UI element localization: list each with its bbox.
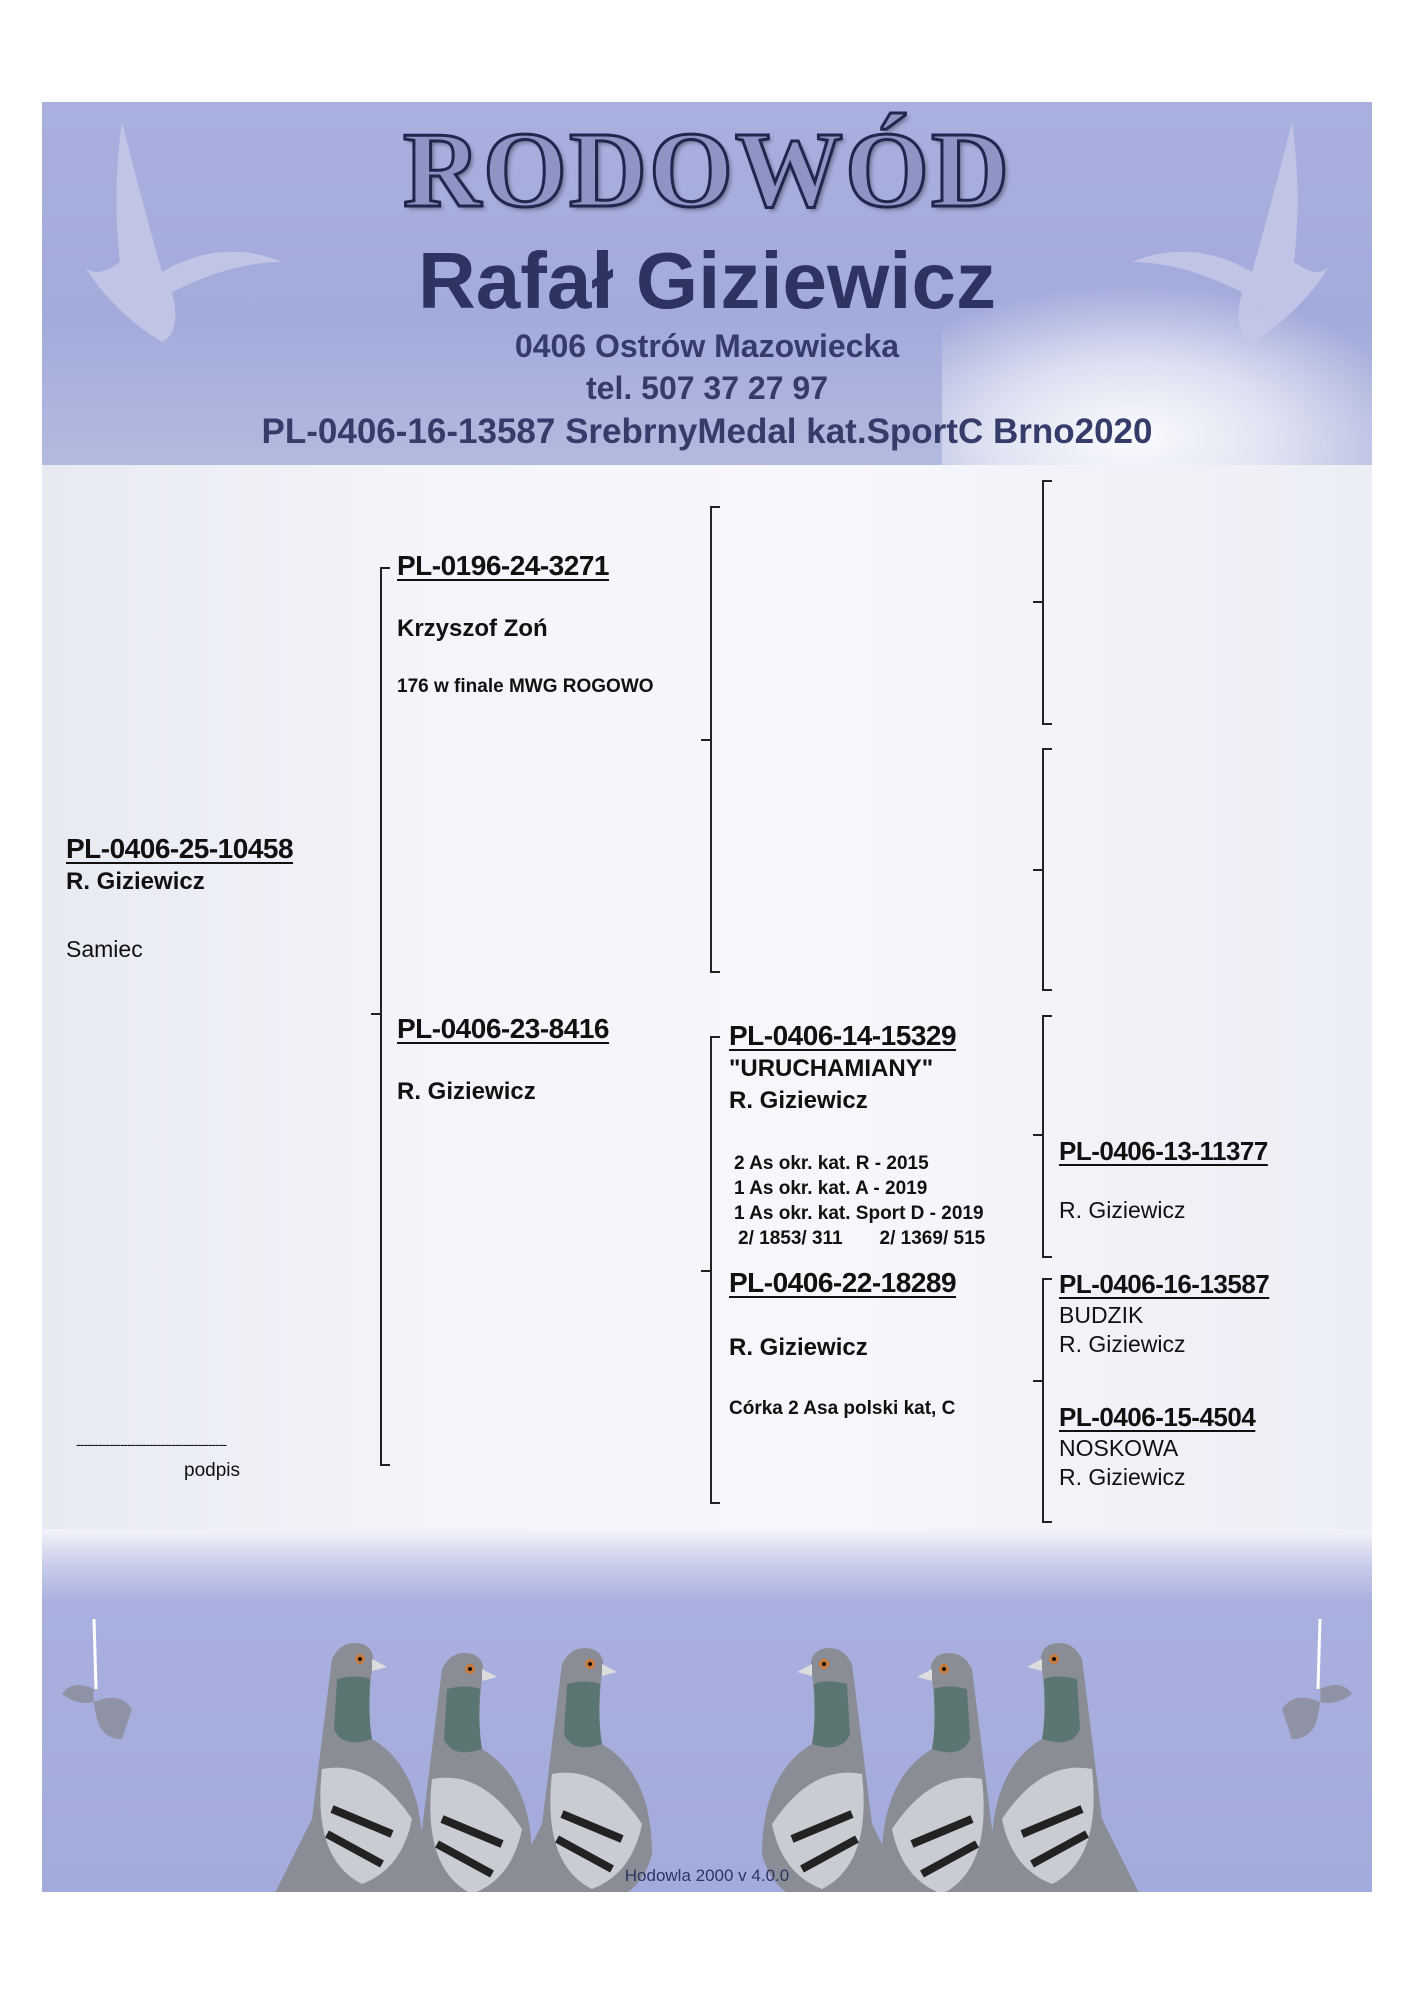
mother-mother-owner: R. Giziewicz: [729, 1334, 868, 1361]
breeder-achievement: PL-0406-16-13587 SrebrnyMedal kat.SportC…: [261, 412, 1153, 451]
pigeon-icon: [992, 1643, 1152, 1892]
flying-pigeon-icon: [60, 1607, 134, 1741]
mm-mother-mother-name: NOSKOWA: [1059, 1435, 1179, 1461]
mm-mother-father-name: BUDZIK: [1059, 1302, 1144, 1328]
result-line: 2 As okr. kat. R - 2015: [734, 1153, 929, 1174]
mother-father-ring: PL-0406-14-15329: [729, 1020, 957, 1051]
mother-father-owner: R. Giziewicz: [729, 1087, 868, 1114]
subject-owner: R. Giziewicz: [66, 868, 205, 895]
subject-sex: Samiec: [66, 936, 143, 962]
father-note: 176 w finale MWG ROGOWO: [397, 676, 654, 697]
pigeon-icon: [262, 1643, 422, 1892]
result-line: 1 As okr. kat. A - 2019: [734, 1178, 928, 1199]
cloud-decoration: [942, 282, 1372, 465]
mother-father-results: 2 As okr. kat. R - 2015 1 As okr. kat. A …: [734, 1151, 985, 1251]
mm-father-ring: PL-0406-13-11377: [1059, 1136, 1268, 1166]
mother-mother-note: Córka 2 Asa polski kat, C: [729, 1398, 956, 1419]
mm-mother-father-ring: PL-0406-16-13587: [1059, 1269, 1270, 1299]
flying-pigeon-right-icon: [1132, 122, 1332, 342]
header-banner: [42, 102, 1372, 465]
breeder-name: Rafał Giziewicz: [418, 236, 996, 325]
software-version: Hodowla 2000 v 4.0.0: [624, 1866, 790, 1885]
mother-mother-ring: PL-0406-22-18289: [729, 1267, 957, 1298]
signature-line: ----------------------------------------…: [76, 1436, 227, 1452]
mm-mother-mother-owner: R. Giziewicz: [1059, 1464, 1186, 1490]
mm-mother-mother-ring: PL-0406-15-4504: [1059, 1402, 1256, 1432]
mother-ring: PL-0406-23-8416: [397, 1013, 609, 1044]
pedigree-area: [42, 465, 1372, 1529]
mother-father-name: "URUCHAMIANY": [729, 1055, 934, 1082]
signature-label: podpis: [184, 1460, 240, 1481]
father-ring: PL-0196-24-3271: [397, 550, 609, 581]
result-line: 1 As okr. kat. Sport D - 2019: [734, 1203, 984, 1224]
document-title: RODOWÓD: [402, 110, 1011, 231]
mm-mother-father-owner: R. Giziewicz: [1059, 1331, 1186, 1357]
footer-banner: [42, 1529, 1372, 1892]
flying-pigeon-left-icon: [82, 122, 282, 342]
subject-ring: PL-0406-25-10458: [66, 833, 294, 864]
pigeons-illustration: [60, 1607, 1354, 1892]
breeder-phone: tel. 507 37 27 97: [586, 370, 828, 406]
breeder-address: 0406 Ostrów Mazowiecka: [514, 328, 900, 364]
mother-owner: R. Giziewicz: [397, 1078, 536, 1105]
mm-father-owner: R. Giziewicz: [1059, 1197, 1186, 1223]
result-line: 2/ 1853/ 311 2/ 1369/ 515: [738, 1228, 986, 1249]
father-owner: Krzyszof Zoń: [397, 615, 548, 642]
flying-pigeon-icon: [1280, 1607, 1354, 1741]
